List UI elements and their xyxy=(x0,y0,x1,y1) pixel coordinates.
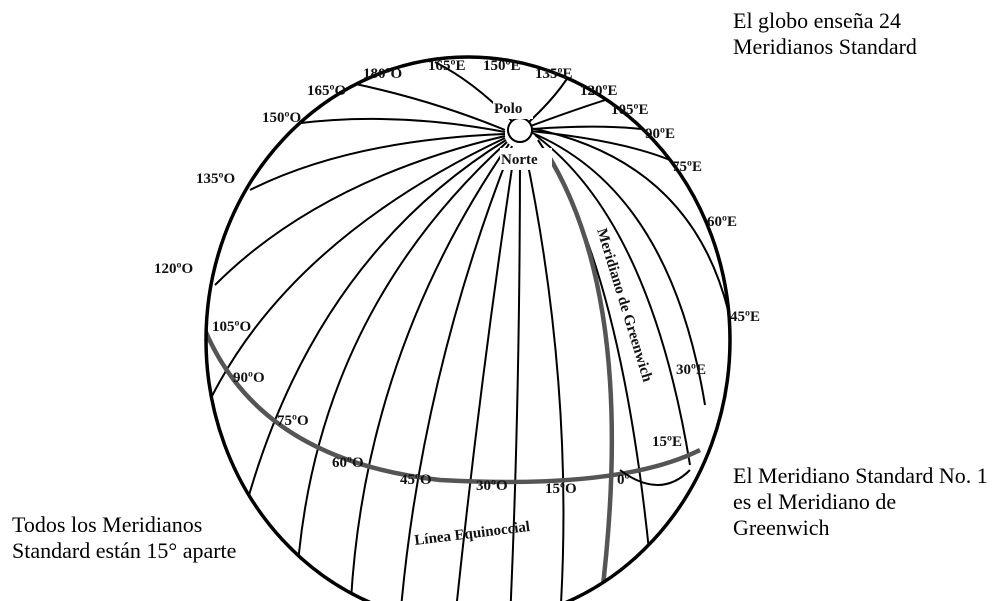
meridian-label-105O: 105ºO xyxy=(212,319,251,335)
meridian-line xyxy=(349,143,510,601)
meridian-label-165O: 165ºO xyxy=(307,83,346,99)
meridian-label-150O: 150ºO xyxy=(262,110,301,126)
meridian-label-45O: 45ºO xyxy=(400,472,432,488)
meridian-line xyxy=(399,145,513,601)
greenwich-meridian xyxy=(543,148,615,601)
meridian-label-15O: 15ºO xyxy=(545,481,577,497)
north-pole-marker xyxy=(507,117,533,143)
meridian-line xyxy=(294,141,508,601)
globe-outline xyxy=(204,55,732,601)
meridian-line xyxy=(214,135,506,286)
equator-line xyxy=(206,329,702,485)
meridian-line xyxy=(509,149,521,601)
pole-label-bottom: Norte xyxy=(501,152,538,168)
note-24-meridians: El globo enseña 24 Meridianos Standard xyxy=(733,8,917,59)
note-15-degrees: Todos los Meridianos Standard están 15° … xyxy=(12,512,237,563)
meridian-label-75E: 75ºE xyxy=(672,159,702,175)
meridian-label-150E: 150ºE xyxy=(483,58,520,74)
meridian-label-60O: 60ºO xyxy=(332,455,364,471)
pole-label-top: Polo xyxy=(494,101,522,117)
meridian-line xyxy=(209,137,506,401)
meridian-line xyxy=(249,133,506,191)
meridian-label-180O: 180ºO xyxy=(363,66,402,82)
meridian-label-15E: 15ºE xyxy=(652,434,682,450)
meridian-label-90O: 90ºO xyxy=(233,370,265,386)
meridian-label-165E: 165ºE xyxy=(428,58,465,74)
meridian-line xyxy=(619,469,691,486)
meridian-line xyxy=(524,149,565,601)
meridian-line xyxy=(284,117,506,133)
meridian-label-120E: 120ºE xyxy=(580,83,617,99)
meridian-line xyxy=(529,127,729,311)
meridian-label-60E: 60ºE xyxy=(707,214,737,230)
meridian-label-120O: 120ºO xyxy=(154,261,193,277)
meridian-line xyxy=(534,134,691,466)
meridian-label-45E: 45ºE xyxy=(730,309,760,325)
meridian-line xyxy=(454,147,516,601)
meridian-label-30O: 30ºO xyxy=(476,478,508,494)
meridian-label-0: 0º xyxy=(617,472,630,488)
meridian-label-135O: 135ºO xyxy=(196,171,235,187)
meridian-label-75O: 75ºO xyxy=(277,413,309,429)
meridian-line xyxy=(529,131,706,406)
meridian-label-135E: 135ºE xyxy=(535,66,572,82)
meridian-label-30E: 30ºE xyxy=(676,362,706,378)
pole-label-bg xyxy=(493,97,533,119)
meridian-label-105E: 105ºE xyxy=(611,102,648,118)
meridian-label-90E: 90ºE xyxy=(645,126,675,142)
pole-label-bg xyxy=(500,148,552,170)
note-greenwich: El Meridiano Standard No. 1 es el Meridi… xyxy=(733,463,988,540)
